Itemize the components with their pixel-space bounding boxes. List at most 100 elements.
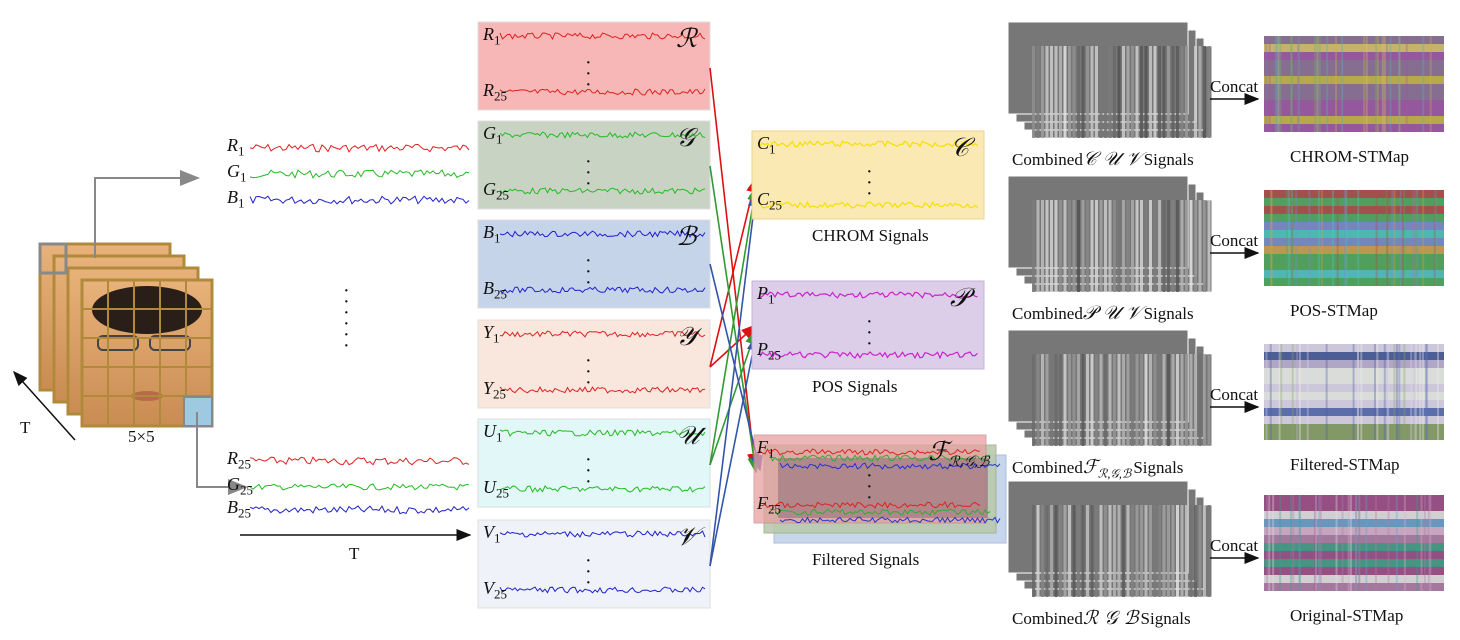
stmap-0-row-8 [1264,100,1444,108]
stmap-0-streak-24 [1429,36,1432,132]
bound-text: Filtered-STMap [1290,455,1400,474]
face-frame-front [80,278,214,428]
raw-trace-G25 [249,483,470,491]
stmap-1-streak-25 [1295,190,1298,286]
raw-signal-label: G1 [227,162,247,184]
stmap-0-row-6 [1264,84,1444,92]
stmap-2-streak-17 [1437,344,1440,440]
raw-signal-label: B1 [227,188,245,210]
signal-stripe-0-29 [1162,46,1166,138]
stmap-3-row-0 [1264,495,1444,503]
bound-text: ℛ 𝒢 ℬ [1082,607,1139,629]
signal-stripe-0-26 [1149,46,1152,138]
bound-text: 25 [496,187,509,203]
bound-text: 1 [494,230,501,246]
stmap-3-row-5 [1264,535,1444,543]
panel-B-last-label: B25 [483,279,507,301]
signal-stripe-1-26 [1149,200,1152,292]
stmap-2-row-3 [1264,368,1444,376]
signal-stripe-2-38 [1203,354,1206,446]
stmap-0-streak-15 [1326,36,1329,132]
signal-stripe-3-37 [1198,505,1202,597]
stmap-3-streak-11 [1403,495,1406,591]
panel-P-trace-last [759,351,978,360]
bound-text: ℱ [928,437,949,467]
signal-stripe-1-15 [1099,200,1103,292]
bound-text: 25 [494,286,507,302]
panel-P-dots: ··· [866,311,873,355]
bound-text: P [757,339,768,359]
stmap-2-streak-16 [1291,344,1294,440]
signal-stripe-1-22 [1131,200,1134,292]
bound-text: F [757,437,768,457]
panel-B-trace-first [499,230,706,238]
concat-label-1: Concat [1210,232,1258,249]
signal-stripe-2-26 [1149,354,1152,446]
stmap-1-streak-10 [1308,190,1311,286]
stmap-2-row-5 [1264,384,1444,392]
panel-U-first-label: U1 [483,422,503,444]
stmap-2-streak-22 [1356,344,1359,440]
signal-stripe-1-2 [1041,200,1044,292]
stmap-3-streak-6 [1290,495,1293,591]
panel-F-trace-r-last [759,501,981,509]
signal-stripe-3-12 [1086,505,1089,597]
stmap-1-streak-23 [1291,190,1294,286]
bound-text: 𝒢 [676,123,695,153]
stmap-2-streak-19 [1383,344,1386,440]
signal-stripe-2-3 [1045,354,1049,446]
bound-text: B [483,278,494,298]
stmap-3-row-7 [1264,551,1444,559]
signal-stripe-2-12 [1086,354,1089,446]
stmap-3-streak-15 [1427,495,1430,591]
signal-stripe-0-0 [1032,46,1035,138]
panel-U-last-label: U25 [483,478,509,500]
bound-text: 𝒰 [676,421,700,451]
panel-C-trace-first [759,140,978,149]
stmap-1-streak-27 [1357,190,1360,286]
panel-R-trace-first [499,32,706,41]
panel-B-dots: ··· [585,250,592,294]
signal-stripe-2-35 [1189,354,1193,446]
stmap-3-streak-0 [1268,495,1271,591]
stmap-1-streak-17 [1270,190,1273,286]
stmap-1-streak-7 [1317,190,1320,286]
panel-R-trace-last [499,88,706,96]
stmap-3-streak-22 [1319,495,1322,591]
signal-stripe-2-1 [1036,354,1040,446]
signal-stripe-3-20 [1122,505,1125,597]
stmap-0-streak-5 [1274,36,1277,132]
signal-stripe-2-10 [1077,354,1080,446]
signal-stripe-2-31 [1171,354,1175,446]
raw-signal-label: G25 [227,475,253,497]
panel-F-trace-b-last [779,516,1001,524]
signal-stripe-1-14 [1095,200,1098,292]
signal-stripe-0-18 [1113,46,1116,138]
stmap-3-streak-7 [1420,495,1423,591]
bound-text: 1 [496,131,503,147]
stmap-0-row-3 [1264,60,1444,68]
bound-text: 𝒞 𝒰 𝒱 [1082,148,1142,170]
bound-text: 𝒱 [676,522,698,552]
stmap-1-row-4 [1264,222,1444,230]
signal-stripe-2-25 [1144,354,1148,446]
stmap-0-streak-25 [1398,36,1401,132]
panel-R-last-label: R25 [483,81,507,103]
face-frame-stack [38,242,214,428]
signal-stripe-2-4 [1050,354,1053,446]
panel-U-script: 𝒰 [676,423,699,449]
bound-text: C [757,189,770,209]
signal-stripe-2-27 [1153,354,1157,446]
panel-B-script: ℬ [676,224,696,250]
stmap-2-streak-27 [1413,344,1416,440]
panel-V-first-label: V1 [483,523,501,545]
signal-stripe-0-34 [1185,46,1188,138]
connector-top [94,170,200,258]
concat-label-3: Concat [1210,537,1258,554]
panel-F-trace-r [759,448,980,456]
panel-V-script: 𝒱 [676,524,698,550]
stmap-1-streak-5 [1385,190,1388,286]
signal-stripe-1-28 [1158,200,1161,292]
